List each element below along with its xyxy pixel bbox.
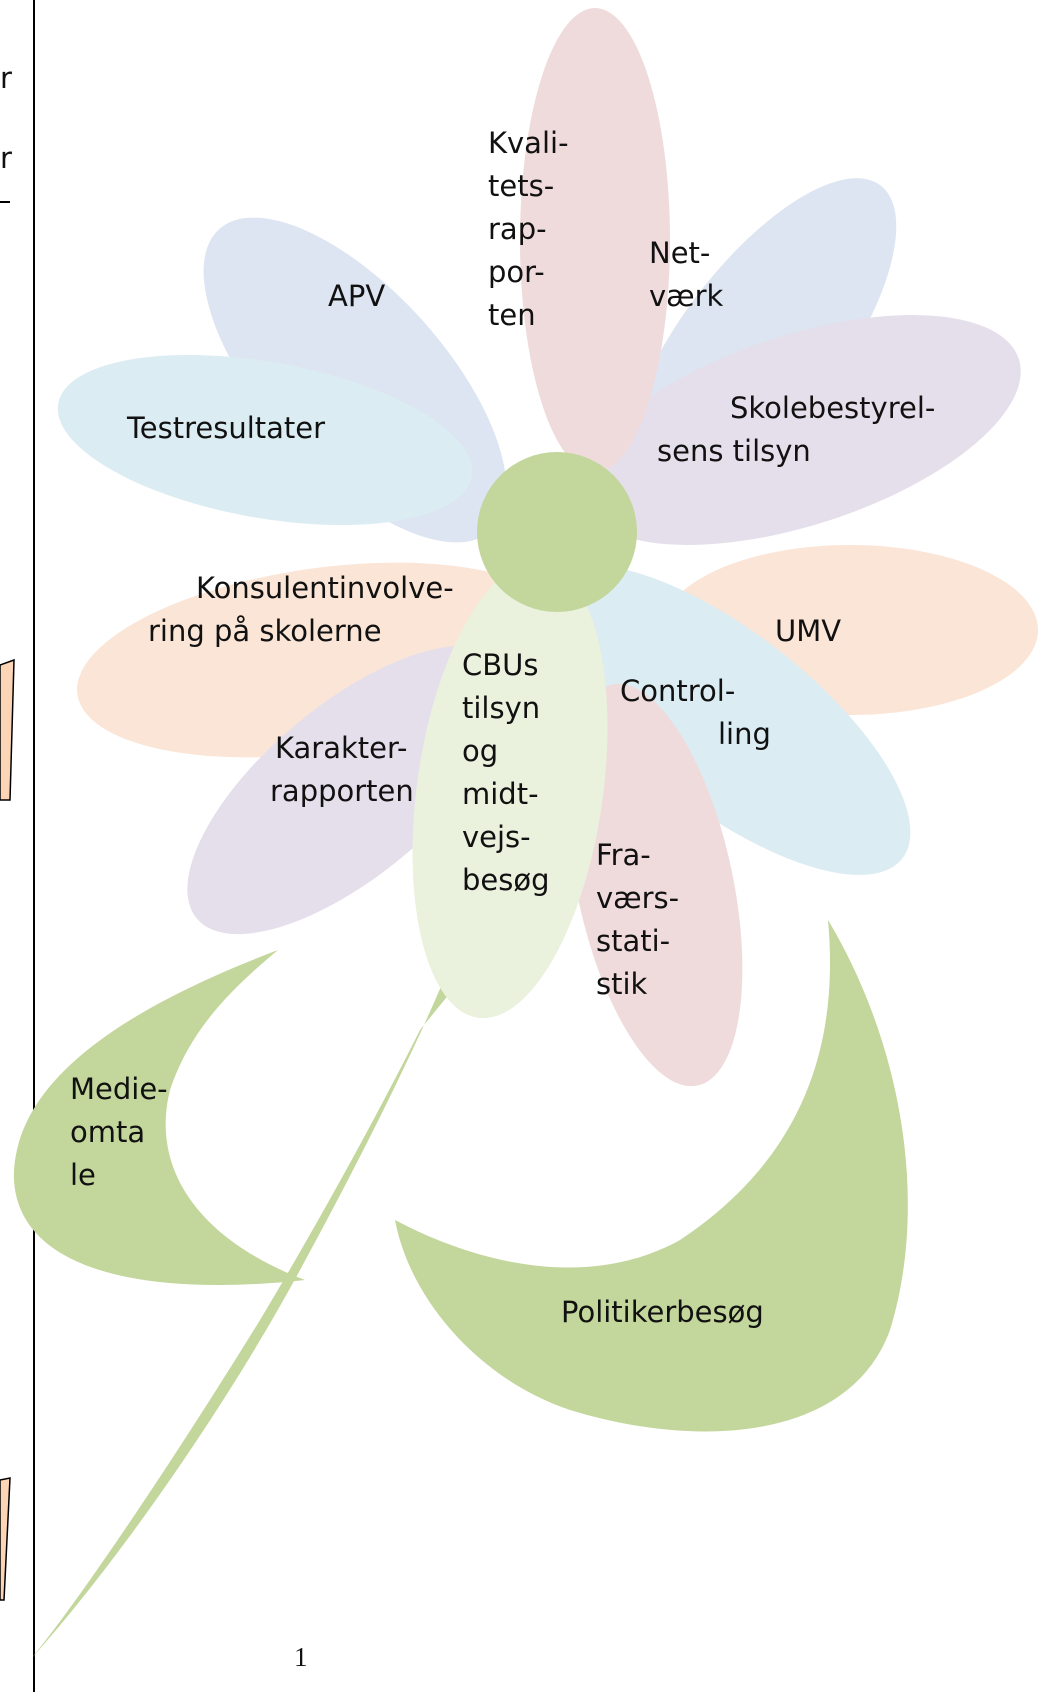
label-line: stati- [596,924,670,958]
right-leaf [395,920,908,1432]
label-line: Net- [649,236,710,270]
label-line: ten [488,298,536,332]
label-fravaersstatistik: Fra- værs- stati- stik [596,838,679,1001]
label-line: og [462,734,498,768]
label-politikerbesoeg: Politikerbesøg [561,1295,764,1329]
petal-cbus-tilsyn [412,561,608,1019]
label-line: Karakter- [275,731,408,765]
label-line: midt- [462,777,539,811]
label-line: por- [488,255,545,289]
label-line: tilsyn [462,691,540,725]
petal-kvalitetsrapporten [520,8,670,472]
label-kvalitetsrapporten: Kvali- tets- rap- por- ten [488,126,569,332]
page-number: 1 [294,1642,308,1672]
label-umv: UMV [775,614,841,648]
label-netvaerk: Net- værk [649,236,724,313]
label-line: ring på skolerne [148,614,382,648]
side-shape-upper [0,658,15,801]
label-testresultater: Testresultater [126,411,325,445]
label-konsulentinvolvering: Konsulentinvolve- ring på skolerne [148,571,454,648]
label-line: tets- [488,169,554,203]
stem [30,920,500,1660]
label-line: Control- [620,674,735,708]
label-line: besøg [462,863,550,897]
label-line: ling [718,717,771,751]
label-line: Skolebestyrel- [730,391,935,425]
label-controlling: Control- ling [620,674,771,751]
label-line: omta [70,1115,145,1149]
label-medieomtale: Medie- omta le [70,1072,168,1192]
petal-controlling [539,565,911,875]
label-line: Kvali- [488,126,569,160]
label-line: værk [649,279,724,313]
label-karakterrapporten: Karakter- rapporten [270,731,414,808]
left-leaf [13,950,305,1286]
petal-testresultater [57,354,473,526]
label-line: værs- [596,881,679,915]
left-fragment-char-2: r [0,141,12,175]
label-line: rapporten [270,774,414,808]
label-line: rap- [488,212,547,246]
left-fragment-char-1: r [0,61,12,95]
flower-center [477,452,637,612]
label-line: le [70,1158,96,1192]
label-line: Fra- [596,838,651,872]
label-cbus-tilsyn: CBUs tilsyn og midt- vejs- besøg [462,648,550,897]
side-shape-lower [0,1477,11,1601]
petal-fravaersstatistik [567,683,743,1087]
label-line: vejs- [462,820,531,854]
label-apv: APV [328,279,385,313]
label-skolebestyrelsens-tilsyn: Skolebestyrel- sens tilsyn [657,391,935,468]
label-line: Medie- [70,1072,168,1106]
label-line: stik [596,967,648,1001]
petal-skolebestyrelsens-tilsyn [579,315,1021,545]
label-line: sens tilsyn [657,434,811,468]
label-line: Konsulentinvolve- [196,571,454,605]
label-line: CBUs [462,648,538,682]
